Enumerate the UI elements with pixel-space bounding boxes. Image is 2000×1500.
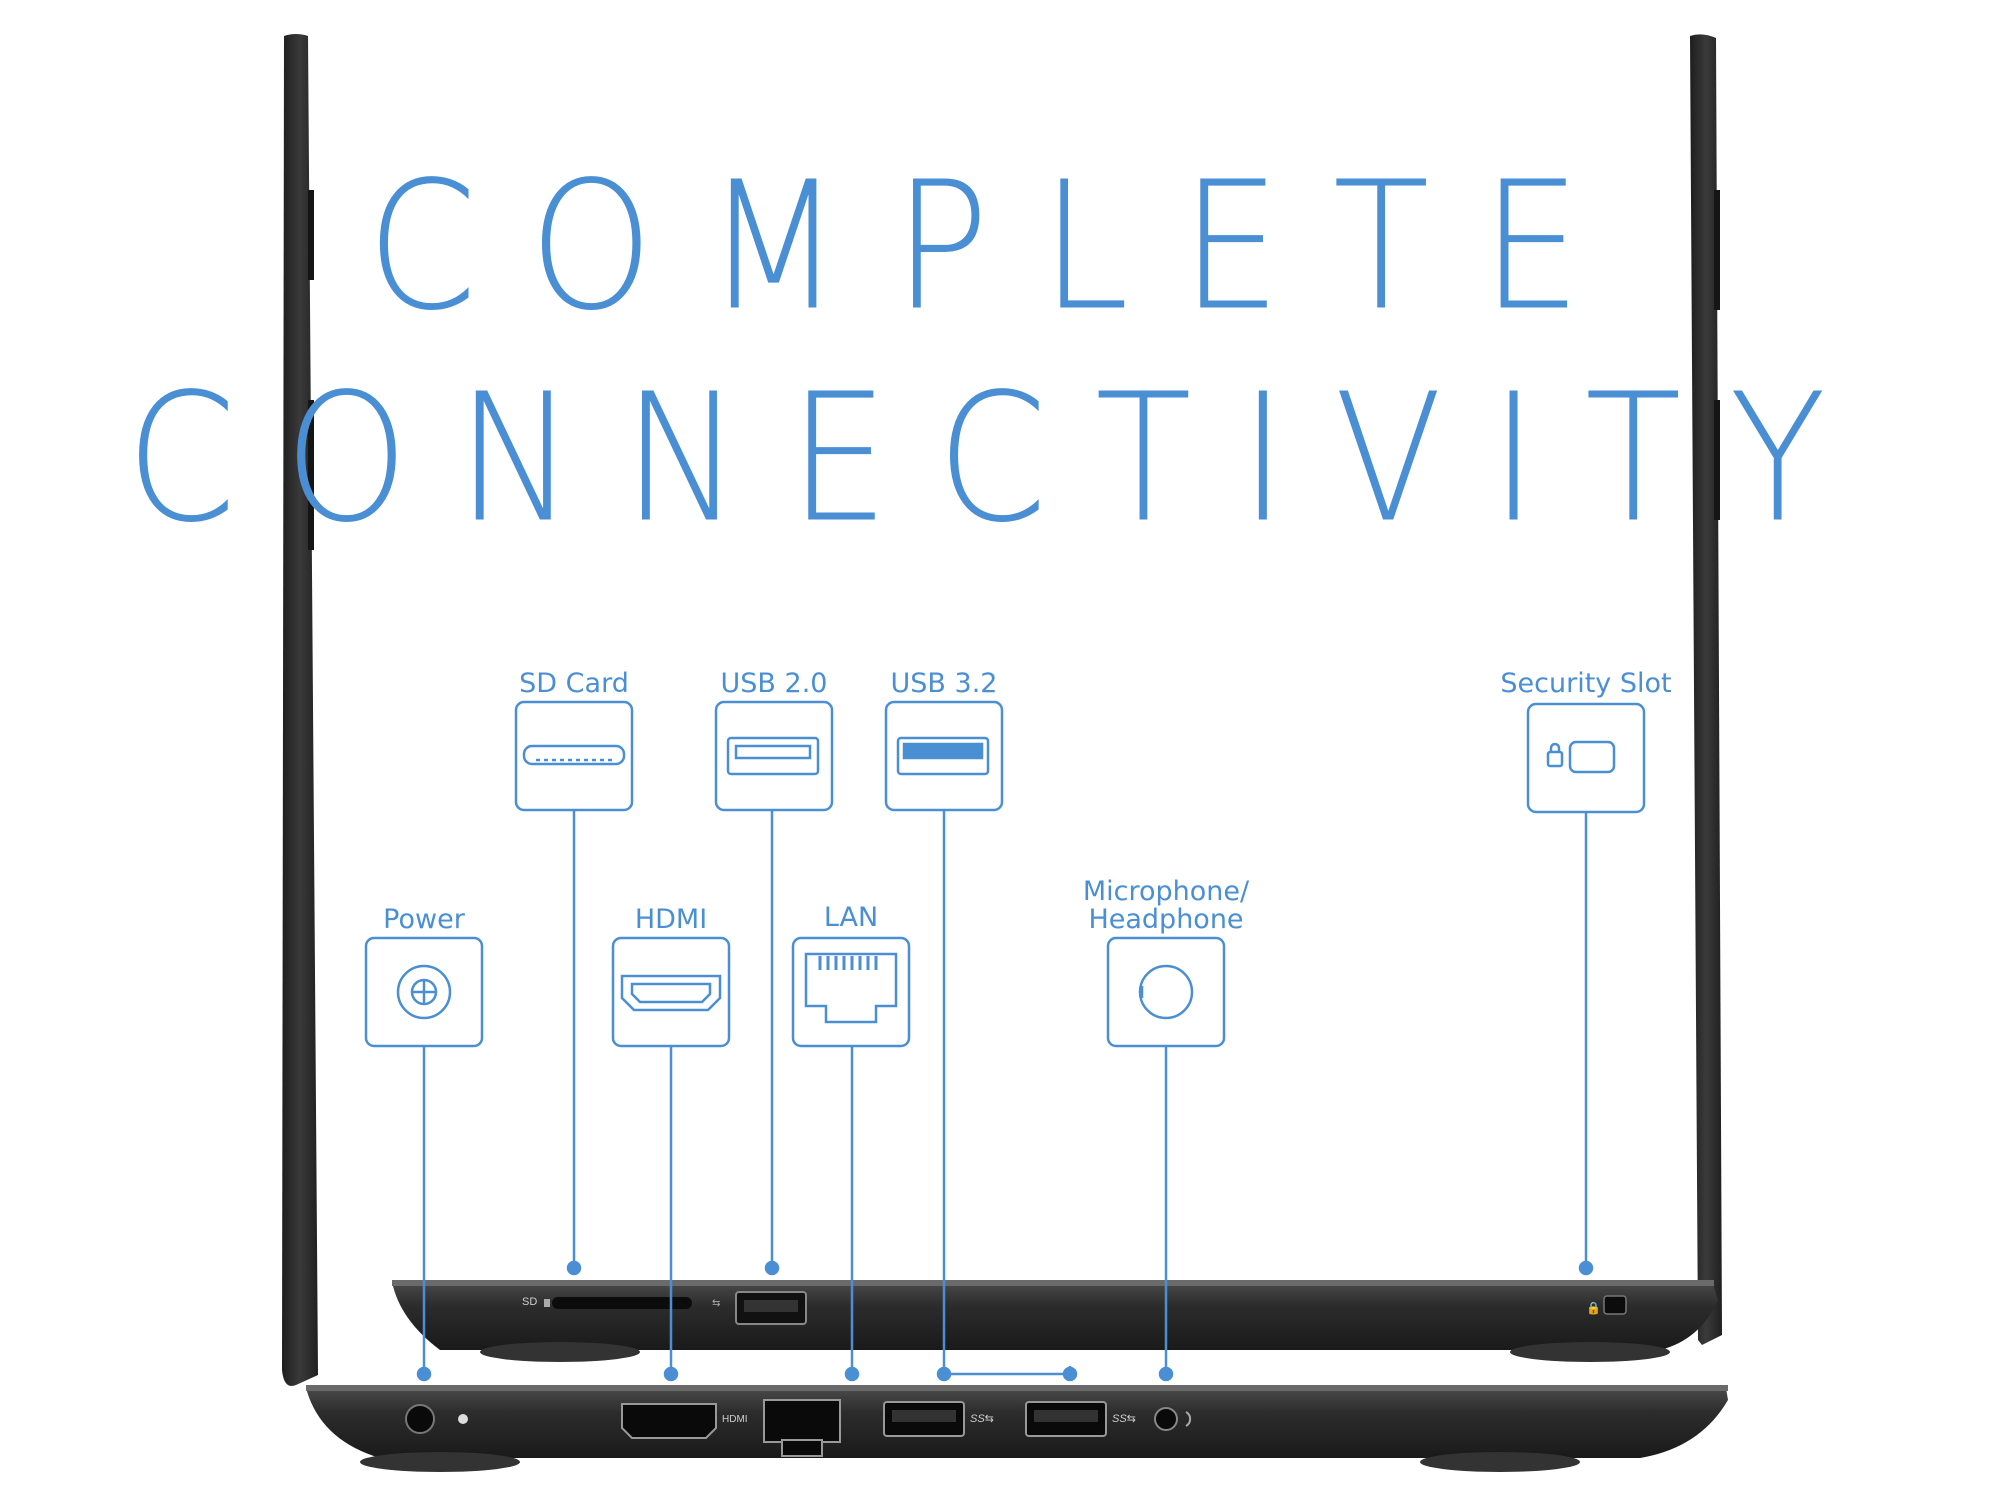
audio-jack-icon (1106, 936, 1226, 1048)
headline-line-1: COMPLETE (366, 143, 1634, 351)
label-power: Power (383, 904, 465, 935)
usb-2-icon (714, 700, 834, 812)
hdmi-icon (611, 936, 731, 1048)
ethernet-icon (791, 936, 911, 1048)
usb3-mark-a: SS⇆ (970, 1413, 994, 1425)
sd-card-icon (514, 700, 634, 812)
label-security-slot: Security Slot (1500, 668, 1672, 699)
lock-icon (1526, 702, 1646, 814)
hdmi-mark: HDMI (722, 1414, 748, 1425)
label-usb-2: USB 2.0 (720, 668, 828, 699)
svg-text:🔒: 🔒 (1586, 1301, 1601, 1315)
usb-3-icon (884, 700, 1004, 812)
label-usb-3: USB 3.2 (890, 668, 998, 699)
label-hdmi: HDMI (634, 904, 708, 935)
headline-line-2: CONNECTIVITY (125, 355, 1875, 563)
label-sd-card: SD Card (519, 668, 629, 699)
front-base (306, 1388, 1728, 1458)
sd-mark: SD (522, 1296, 538, 1308)
power-jack-icon (364, 936, 484, 1048)
usb3-mark-b: SS⇆ (1112, 1413, 1136, 1425)
leader-lines (416, 810, 1594, 1382)
label-microphone-headphone: Microphone/ Headphone (1082, 876, 1250, 936)
back-base (392, 1282, 1718, 1350)
right-lid (1690, 34, 1722, 1345)
svg-text:⇆: ⇆ (712, 1298, 720, 1309)
left-lid (282, 34, 318, 1386)
label-lan: LAN (823, 902, 879, 933)
